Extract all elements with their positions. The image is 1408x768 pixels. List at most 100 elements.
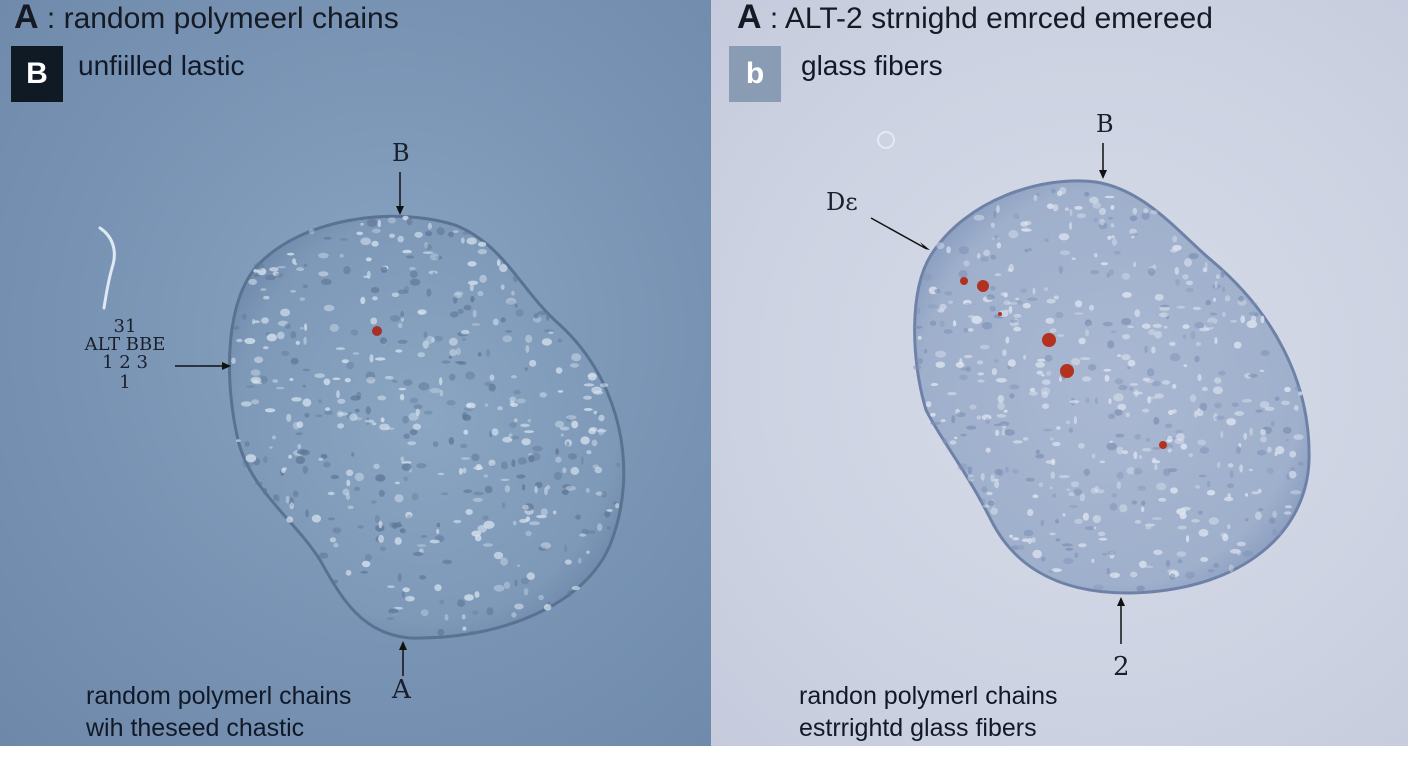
sample-grain — [1059, 187, 1067, 195]
sample-grain — [1192, 306, 1202, 311]
sample-grain — [947, 392, 957, 396]
sample-grain — [471, 610, 479, 615]
sample-grain — [1074, 552, 1079, 558]
sample-grain — [390, 315, 401, 322]
sample-grain — [500, 317, 506, 323]
sample-grain — [1046, 203, 1054, 209]
sample-grain — [389, 233, 395, 238]
sample-grain — [275, 272, 284, 278]
sample-grain — [1099, 218, 1105, 226]
sample-grain — [1147, 396, 1152, 404]
sample-grain — [1104, 195, 1115, 199]
sample-grain — [1206, 489, 1216, 496]
sample-grain — [1042, 379, 1051, 386]
sample-grain — [394, 537, 402, 545]
sample-grain — [552, 510, 557, 515]
sample-grain — [1142, 408, 1150, 413]
sample-grain — [293, 262, 298, 266]
sample-grain — [1201, 386, 1208, 392]
sample-grain — [1177, 559, 1183, 564]
sample-grain — [295, 340, 300, 345]
sample-grain — [1023, 529, 1034, 537]
sample-grain — [501, 461, 508, 470]
right-sample-blob — [913, 179, 1311, 595]
sample-grain — [244, 337, 256, 345]
sample-grain — [957, 463, 968, 471]
sample-grain — [482, 515, 489, 521]
sample-grain — [428, 270, 438, 275]
sample-grain — [436, 522, 441, 528]
sample-grain — [986, 491, 993, 496]
sample-grain — [397, 289, 409, 295]
sample-grain — [1000, 292, 1006, 297]
sample-grain — [417, 352, 426, 358]
sample-grain — [966, 425, 977, 430]
sample-grain — [1154, 293, 1164, 301]
sample-grain — [1160, 304, 1170, 308]
sample-grain — [248, 278, 258, 285]
sample-grain — [1213, 562, 1219, 568]
sample-grain — [1109, 572, 1120, 578]
sample-grain — [479, 274, 487, 283]
sample-grain — [1032, 494, 1039, 499]
sample-grain — [269, 267, 279, 272]
sample-grain — [1094, 485, 1099, 492]
sample-grain — [1103, 368, 1112, 372]
sample-grain — [1158, 312, 1169, 318]
sample-grain — [1136, 585, 1145, 592]
sample-grain — [1089, 304, 1094, 311]
sample-grain — [462, 231, 469, 235]
sample-grain — [1036, 370, 1044, 375]
sample-grain — [342, 488, 350, 496]
sample-grain — [1161, 380, 1170, 385]
sample-grain — [913, 364, 922, 370]
sample-grain — [1097, 531, 1106, 537]
sample-grain — [1259, 401, 1270, 409]
sample-grain — [538, 545, 547, 551]
sample-grain — [1165, 559, 1171, 568]
sample-grain — [930, 320, 937, 326]
sample-grain — [517, 564, 521, 567]
sample-grain — [461, 237, 465, 244]
sample-grain — [521, 438, 531, 446]
sample-grain — [296, 267, 305, 272]
sample-grain — [462, 338, 466, 341]
sample-grain — [1236, 446, 1241, 454]
sample-grain — [994, 273, 1002, 277]
sample-grain — [1059, 250, 1071, 256]
sample-grain — [361, 560, 371, 568]
sample-grain — [432, 441, 439, 448]
sample-grain — [1058, 265, 1063, 274]
sample-grain — [339, 237, 348, 241]
sample-grain — [423, 410, 433, 415]
sample-grain — [923, 348, 928, 354]
sample-grain — [1032, 549, 1042, 559]
sample-grain — [1170, 248, 1178, 253]
sample-grain — [290, 290, 297, 293]
sample-grain — [1197, 439, 1207, 446]
sample-grain — [354, 472, 364, 482]
sample-grain — [1027, 508, 1034, 517]
sample-grain — [402, 249, 412, 254]
sample-grain — [958, 246, 969, 255]
sample-grain — [588, 427, 597, 435]
sample-grain — [1023, 354, 1027, 360]
sample-grain — [1011, 545, 1019, 551]
sample-grain — [997, 402, 1005, 411]
sample-grain — [1148, 329, 1156, 336]
sample-grain — [265, 274, 276, 281]
sample-grain — [1071, 257, 1076, 260]
sample-grain — [253, 320, 260, 324]
sample-grain — [1106, 567, 1110, 575]
sample-grain — [1207, 317, 1218, 325]
sample-grain — [433, 335, 444, 342]
sample-grain — [927, 304, 939, 309]
sample-grain — [1227, 463, 1234, 468]
left-sample-texture — [231, 215, 621, 636]
sample-grain — [523, 588, 529, 596]
sample-grain — [587, 372, 597, 381]
sample-grain — [1012, 468, 1019, 474]
left-title-letter: A — [14, 0, 39, 36]
sample-grain — [366, 376, 376, 384]
sample-grain — [559, 426, 570, 431]
